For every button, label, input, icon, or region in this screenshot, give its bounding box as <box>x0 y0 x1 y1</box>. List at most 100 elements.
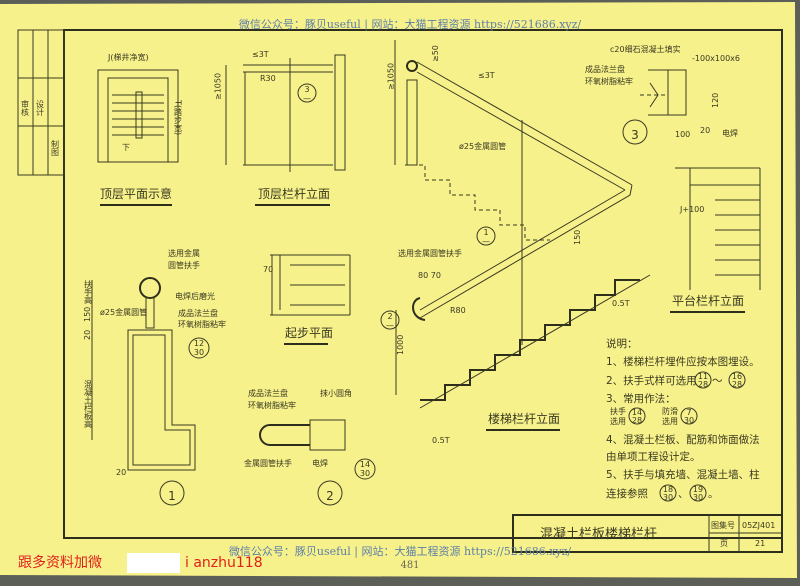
note-3b: 防滑 <box>662 406 678 416</box>
ref-den: 28 <box>732 380 742 389</box>
paper <box>0 2 797 578</box>
drawing-frame <box>63 29 783 539</box>
platform-elevation: J+100 平台栏杆立面 <box>670 167 761 313</box>
handrail-label: 选用金属圆管扶手 <box>398 248 462 258</box>
platform-title: 平台栏杆立面 <box>672 293 744 308</box>
detail-ref-den: 30 <box>360 469 370 478</box>
dim100: 100 <box>675 130 690 139</box>
note-4: 4、混凝土栏板、配筋和饰面做法 <box>606 433 760 446</box>
dim150: 150 <box>573 230 582 245</box>
detail-1: 选用金属 圆管扶手 电焊后磨光 ø25金属圆管 成品法兰盘 环氧树脂粘牢 扶手高… <box>83 248 226 506</box>
page-label: 页 <box>720 539 728 548</box>
book-page-number: 481 <box>400 560 419 571</box>
dim20: 20 <box>83 330 92 340</box>
dim20: 20 <box>700 126 710 135</box>
note-3a: 扶手 <box>610 406 626 416</box>
ref-den: 28 <box>632 416 642 425</box>
period: 。 <box>708 488 719 500</box>
min50-dim: ≥50 <box>431 45 440 62</box>
handrail-label: 选用金属 <box>168 248 200 258</box>
note-5: 连接参照 <box>606 487 648 500</box>
dim120: 120 <box>711 93 720 108</box>
top-plan-title: 顶层平面示意 <box>100 186 172 201</box>
strip-label: 设计 <box>36 99 45 117</box>
watermark-top: 微信公众号：豚贝useful | 网站：大猫工程资源 https://52168… <box>239 17 582 32</box>
note-1: 1、楼梯栏杆埋件应按本图埋设。 <box>606 355 760 368</box>
detail-ref-den: — <box>386 321 394 330</box>
flange-label: 成品法兰盘 <box>248 388 288 398</box>
top-plan: J(梯井净宽) T(踏步宽) 下 顶层平面示意 <box>97 52 183 206</box>
detail-ref: 1 <box>483 228 488 237</box>
handrail-height-label: 扶手高 <box>84 279 93 305</box>
dim150: 150 <box>83 307 92 322</box>
ref-num: 7 <box>686 408 691 417</box>
weld-label: 电焊 <box>722 128 738 138</box>
ref-den: 28 <box>698 380 708 389</box>
round-label: 抹小圆角 <box>320 388 352 398</box>
detail-ref: 3 <box>304 85 309 94</box>
side-strip: 审核 设计 制图 <box>17 29 65 176</box>
ref-den: 30 <box>684 416 694 425</box>
page-number: 21 <box>755 539 765 548</box>
atlas-label: 图集号 <box>711 520 735 530</box>
flange-label: 环氧树脂粘牢 <box>248 400 296 410</box>
detail-ref: 12 <box>194 339 204 348</box>
detail-number: 1 <box>168 489 176 503</box>
title-block: 混凝土栏板楼梯栏杆 图集号 05ZJ401 页 21 <box>512 514 783 553</box>
height-dim: ≥1050 <box>387 63 396 90</box>
detail-ref: 14 <box>360 460 370 469</box>
stair-elevation: ≥1050 ≥50 ≤3T ø25金属圆管 150 1 — 选用金属圆管扶手 8… <box>380 40 651 445</box>
radius-label: R80 <box>450 306 466 315</box>
promo-contact: i anzhu118 <box>185 555 263 571</box>
watermark-bottom: 微信公众号：豚贝useful | 网站：大猫工程资源 https://52168… <box>229 544 572 559</box>
detail-number: 3 <box>631 128 639 142</box>
height1000: 1000 <box>396 335 405 355</box>
detail-number: 2 <box>326 489 334 503</box>
ref-den: 30 <box>693 493 703 502</box>
start-plan-title: 起步平面 <box>285 326 333 340</box>
width-label: J(梯井净宽) <box>107 52 149 62</box>
detail-ref-den: — <box>482 237 490 246</box>
sheet-title: 混凝土栏板楼梯栏杆 <box>540 526 657 542</box>
strip-label: 审核 <box>21 99 30 117</box>
top-railing-elevation: ≥1050 ≤3T R30 3 — 顶层栏杆立面 <box>214 50 346 206</box>
atlas-number: 05ZJ401 <box>742 521 775 530</box>
strip-label: 制图 <box>51 139 60 157</box>
detail-ref-den: 30 <box>194 348 204 357</box>
separator: 、 <box>678 488 689 500</box>
notes-heading: 说明： <box>606 337 638 350</box>
half-t: 0.5T <box>432 436 450 445</box>
fill-label: c20细石混凝土填实 <box>610 44 681 54</box>
handrail-label: 金属圆管扶手 <box>244 458 292 468</box>
pipe-label: ø25金属圆管 <box>100 307 147 317</box>
ref-den: 30 <box>663 493 673 502</box>
detail-ref-den: — <box>303 94 311 103</box>
dim-top: ≤3T <box>478 71 495 80</box>
stair-elev-title: 楼梯栏杆立面 <box>488 411 560 426</box>
redaction-box <box>127 553 180 573</box>
top-elev-title: 顶层栏杆立面 <box>258 186 330 201</box>
detail-2: 成品法兰盘 环氧树脂粘牢 抹小圆角 金属圆管扶手 电焊 14 30 2 <box>244 388 376 506</box>
plate-label: -100x100x6 <box>692 54 740 63</box>
weld-label: 电焊 <box>312 458 328 468</box>
detail-ref: 2 <box>387 312 392 321</box>
note-2: 2、扶手式样可选用 <box>606 374 697 387</box>
note-3b: 选用 <box>662 416 678 426</box>
dim-top: ≤3T <box>252 50 269 59</box>
tilde: ～ <box>712 375 723 387</box>
height-dim: ≥1050 <box>214 73 223 100</box>
note-3a: 选用 <box>610 416 626 426</box>
half-t: 0.5T <box>612 299 630 308</box>
note-3: 3、常用作法： <box>606 392 676 405</box>
down-label: 下 <box>122 143 130 152</box>
pipe-label: ø25金属圆管 <box>459 141 506 151</box>
notes: 说明： 1、楼梯栏杆埋件应按本图埋设。 2、扶手式样可选用 11 28 ～ 16… <box>606 337 760 502</box>
ref-num: 18 <box>663 485 673 494</box>
start-plan: 70 起步平面 <box>263 254 351 345</box>
note-4: 由单项工程设计定。 <box>606 450 701 463</box>
flange-label: 环氧树脂粘牢 <box>585 76 633 86</box>
ref-num: 19 <box>693 485 703 494</box>
flange-label: 环氧树脂粘牢 <box>178 319 226 329</box>
